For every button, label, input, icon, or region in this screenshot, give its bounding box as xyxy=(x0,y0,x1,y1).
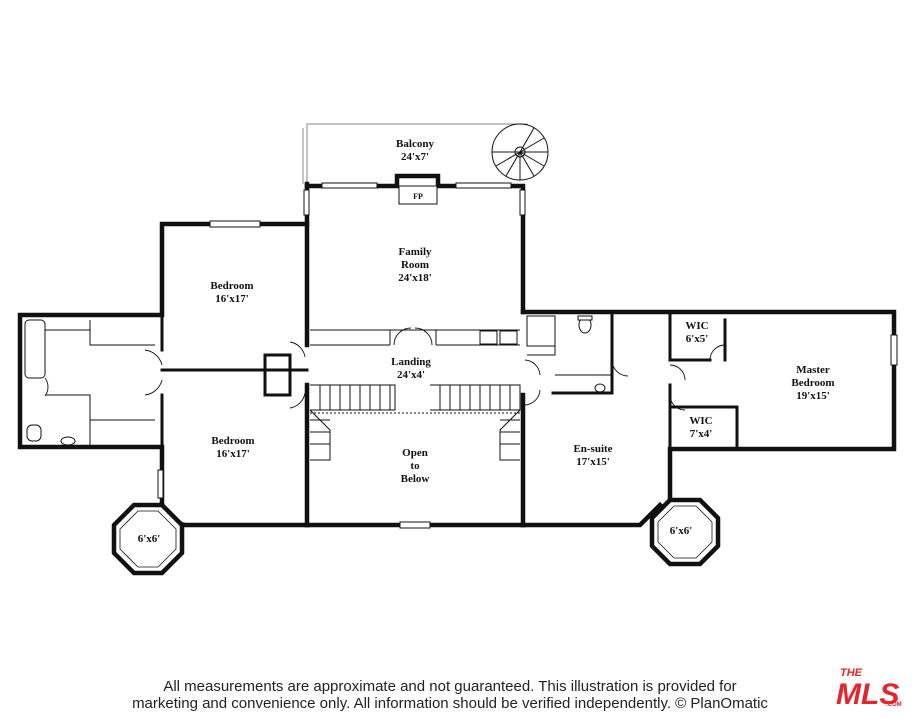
room-labels: Balcony 24'x7' FP Family Room 24'x18' Be… xyxy=(138,138,835,545)
stairs xyxy=(289,341,541,461)
family-room-name-1: Family xyxy=(399,246,432,258)
bedroom-lower-name: Bedroom xyxy=(211,435,254,447)
balcony-name: Balcony xyxy=(396,138,434,150)
ensuite-size: 17'x15' xyxy=(576,456,610,468)
family-room-size: 24'x18' xyxy=(398,272,432,284)
wic-upper-name: WIC xyxy=(685,320,708,332)
disclaimer-line-2: marketing and convenience only. All info… xyxy=(132,695,768,712)
fireplace-label: FP xyxy=(413,192,423,201)
mls-logo: THE MLS .COM xyxy=(836,667,902,708)
logo-the: THE xyxy=(840,667,863,679)
logo-mls: MLS xyxy=(836,678,899,708)
master-bedroom-name-2: Bedroom xyxy=(791,377,834,389)
bedroom-upper-size: 16'x17' xyxy=(215,293,249,305)
balcony-size: 24'x7' xyxy=(401,151,429,163)
wic-lower-size: 7'x4' xyxy=(690,428,713,440)
landing-name: Landing xyxy=(391,356,431,368)
logo-com: .COM xyxy=(886,702,902,708)
landing-size: 24'x4' xyxy=(397,369,425,381)
master-bedroom-name-1: Master xyxy=(796,364,830,376)
turret-right-size: 6'x6' xyxy=(670,525,693,537)
floor-plan: Balcony 24'x7' FP Family Room 24'x18' Be… xyxy=(17,123,898,576)
master-bedroom-size: 19'x15' xyxy=(796,390,830,402)
disclaimer: All measurements are approximate and not… xyxy=(60,678,840,712)
right-turret xyxy=(399,497,721,567)
disclaimer-line-1: All measurements are approximate and not… xyxy=(163,678,737,695)
bedroom-upper-name: Bedroom xyxy=(210,280,253,292)
ensuite-name: En-suite xyxy=(573,443,612,455)
balcony-area xyxy=(302,123,549,184)
spiral-stair xyxy=(491,123,549,181)
master-details xyxy=(669,334,898,411)
bedroom-lower-size: 16'x17' xyxy=(216,448,250,460)
exterior-walls xyxy=(17,173,897,528)
turret-left-size: 6'x6' xyxy=(138,533,161,545)
open-to-below-2: to xyxy=(410,460,420,472)
open-to-below-1: Open xyxy=(402,447,428,459)
family-room-details xyxy=(209,182,526,346)
left-bathroom xyxy=(24,319,163,447)
ensuite-fixtures xyxy=(526,315,629,393)
left-turret xyxy=(111,469,185,576)
open-to-below-3: Below xyxy=(401,473,430,485)
wic-upper-size: 6'x5' xyxy=(686,333,709,345)
wic-lower-name: WIC xyxy=(689,415,712,427)
family-room-name-2: Room xyxy=(401,259,429,271)
